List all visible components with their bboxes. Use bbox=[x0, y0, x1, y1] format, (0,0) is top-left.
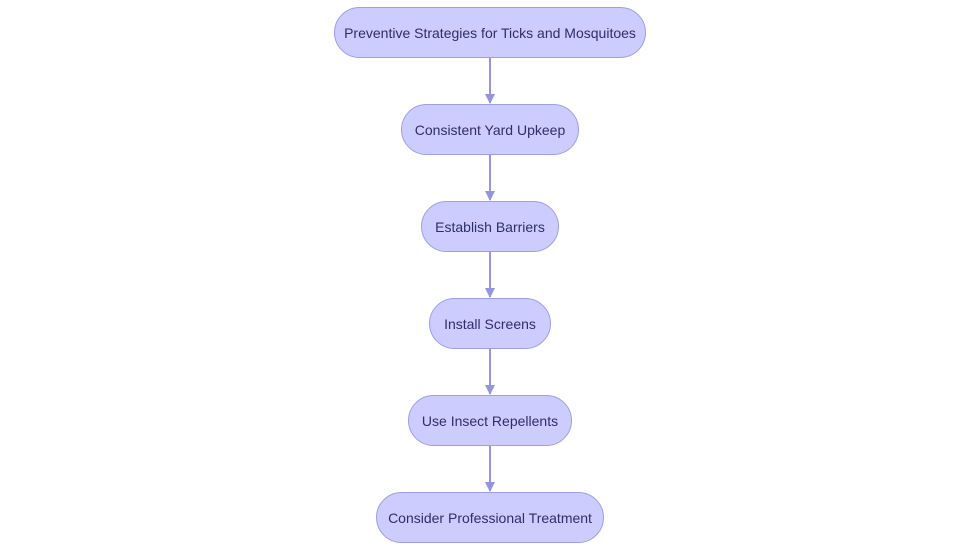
node-label: Consider Professional Treatment bbox=[388, 509, 592, 526]
node-establish-barriers: Establish Barriers bbox=[421, 201, 559, 252]
node-label: Preventive Strategies for Ticks and Mosq… bbox=[344, 24, 636, 41]
node-label: Establish Barriers bbox=[435, 218, 545, 235]
node-install-screens: Install Screens bbox=[429, 298, 551, 349]
node-preventive-strategies: Preventive Strategies for Ticks and Mosq… bbox=[334, 7, 646, 58]
node-label: Install Screens bbox=[444, 315, 536, 332]
node-label: Consistent Yard Upkeep bbox=[414, 121, 566, 138]
node-label: Use Insect Repellents bbox=[421, 412, 559, 429]
node-consider-professional-treatment: Consider Professional Treatment bbox=[376, 492, 604, 543]
node-consistent-yard-upkeep: Consistent Yard Upkeep bbox=[401, 104, 579, 155]
node-use-insect-repellents: Use Insect Repellents bbox=[408, 395, 572, 446]
